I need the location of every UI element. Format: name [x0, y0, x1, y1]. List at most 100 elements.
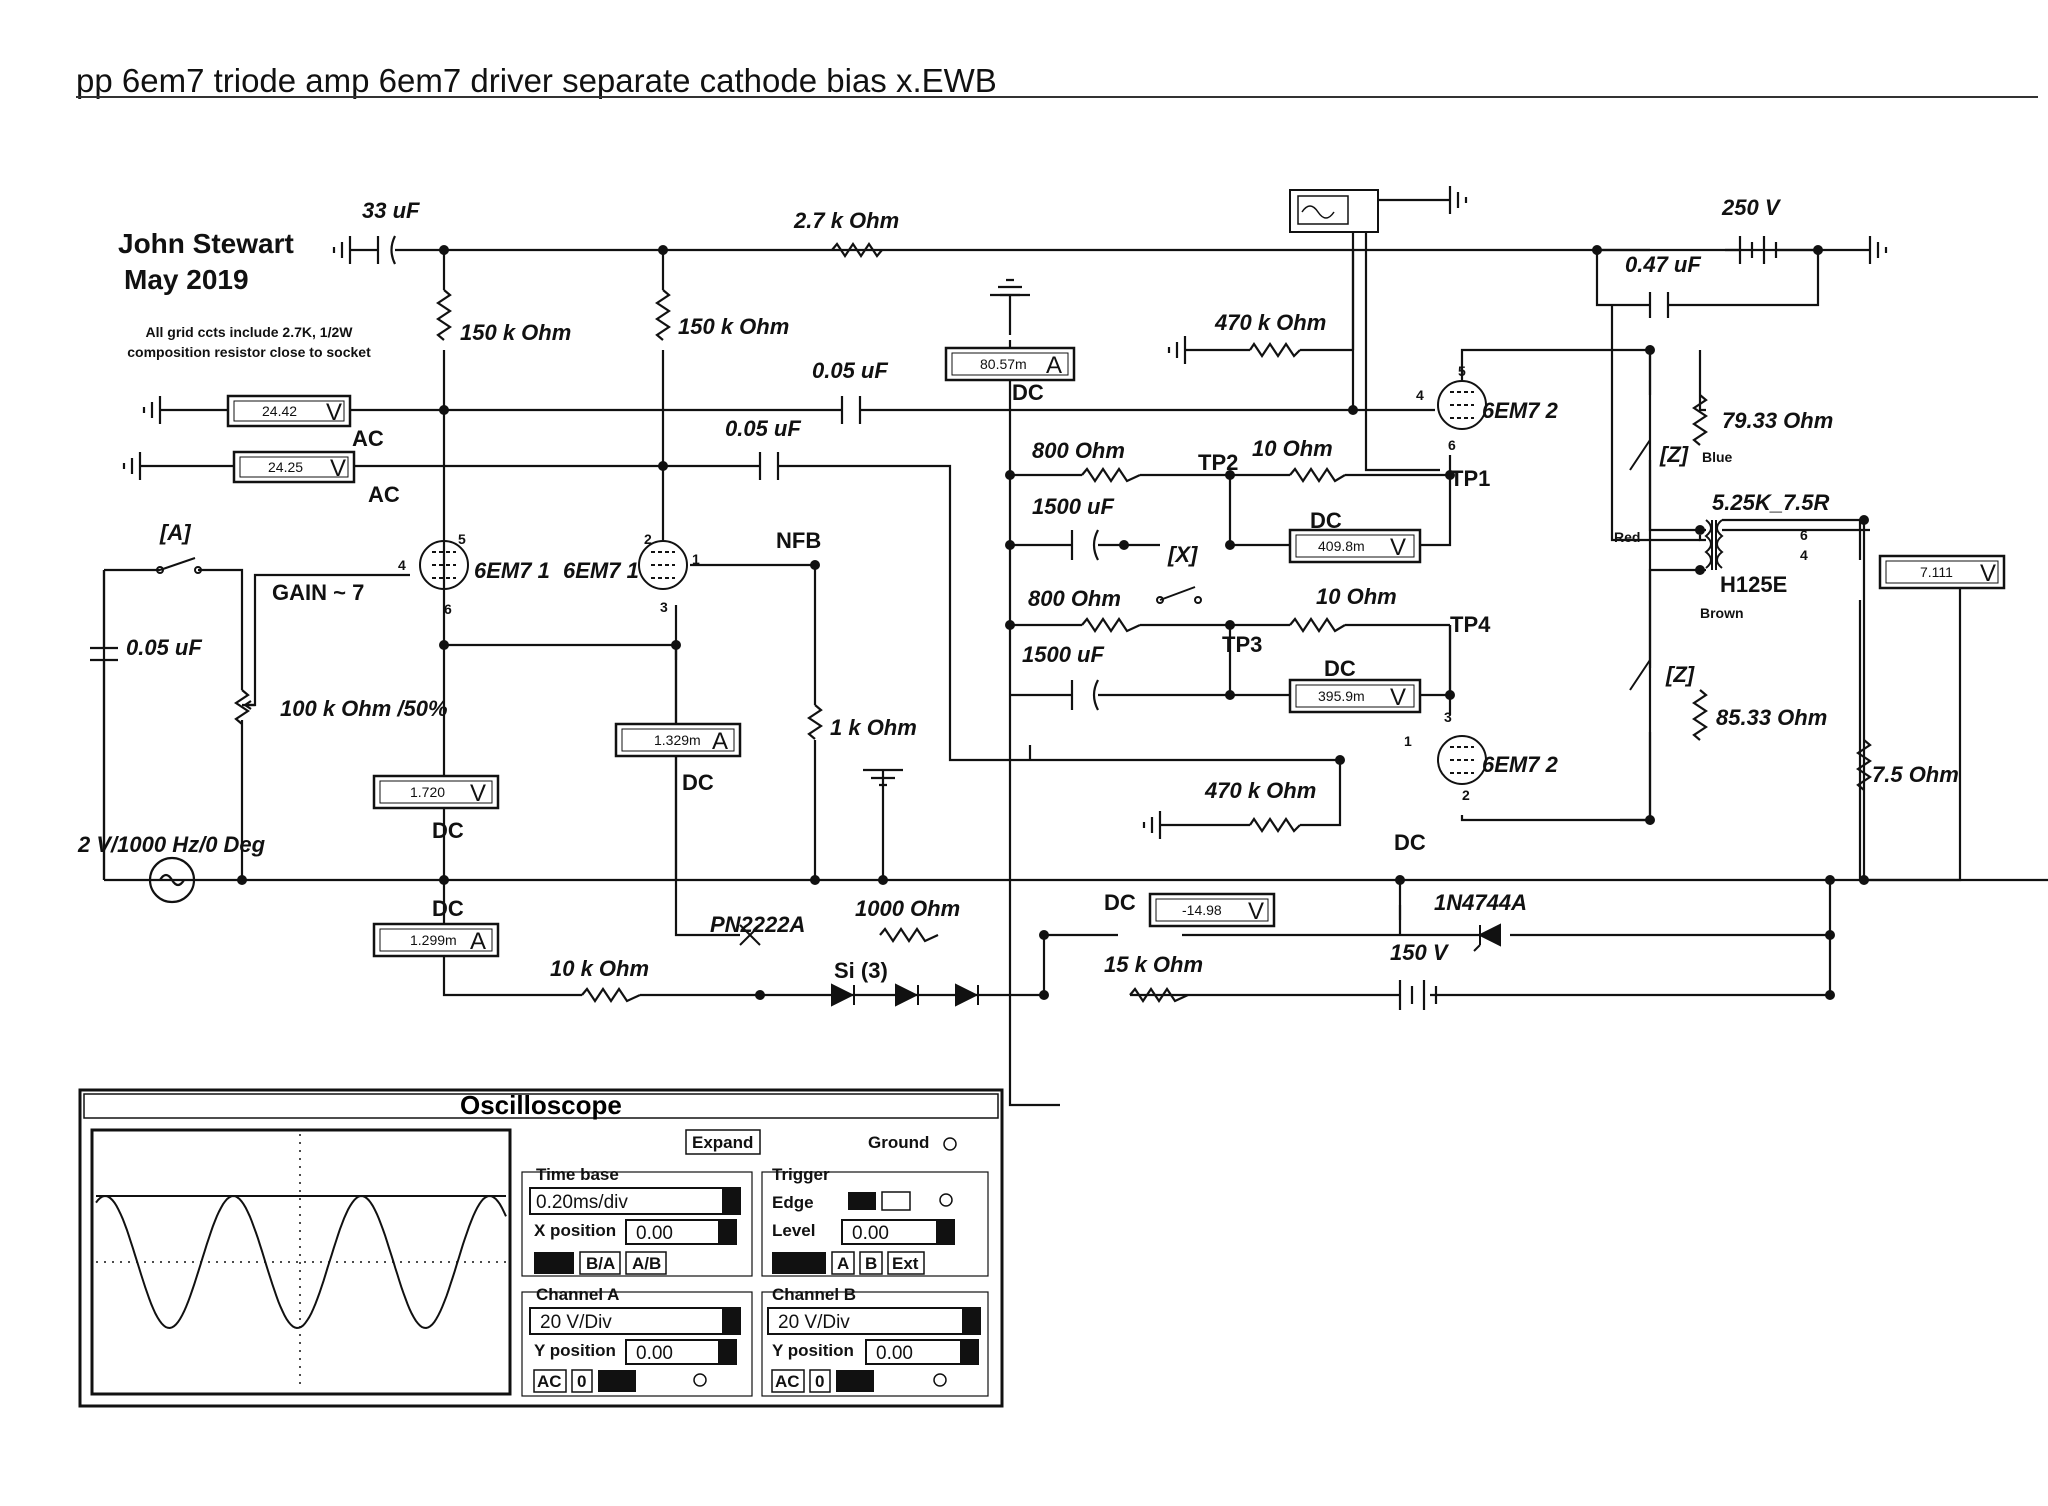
meter-1-299ma[interactable]: 1.299m A	[372, 922, 500, 958]
trigger-group	[761, 1171, 989, 1277]
ground-meter2	[122, 452, 142, 480]
diodes	[739, 923, 1501, 1007]
timebase-group	[521, 1171, 753, 1277]
label-transistor: PN2222A	[710, 912, 805, 937]
channel-a-field[interactable]	[529, 1307, 741, 1335]
scope-ground-terminal[interactable]	[943, 1137, 957, 1151]
scope-instrument[interactable]	[1289, 189, 1379, 233]
label-dc-6: DC	[432, 896, 464, 921]
trigger-auto-button[interactable]	[772, 1252, 826, 1274]
meter-value: 1.329m	[654, 732, 701, 748]
timebase-yt-button[interactable]	[534, 1252, 574, 1274]
trigger-ext-button[interactable]	[887, 1251, 925, 1275]
resistor-150k-a	[436, 289, 452, 341]
label-2k7: 2.7 k Ohm	[793, 208, 899, 233]
label-wire-red: Red	[1614, 529, 1640, 545]
label-tube2b: 6EM7 2	[1482, 752, 1559, 777]
channel-b-dc-button[interactable]	[836, 1370, 874, 1392]
label-tp1: TP1	[1450, 466, 1490, 491]
channel-b-terminal[interactable]	[933, 1373, 947, 1387]
label-8533: 85.33 Ohm	[1716, 705, 1827, 730]
pin-label: 2	[1462, 787, 1470, 803]
channel-a-ypos-label: Y position	[534, 1341, 616, 1360]
scope-title: Oscilloscope	[460, 1090, 622, 1120]
ground-mid	[863, 768, 903, 787]
meter-unit: A	[712, 728, 728, 755]
channel-a-ypos-field[interactable]	[625, 1339, 737, 1365]
trigger-level-field[interactable]	[841, 1219, 955, 1245]
label-250v: 250 V	[1721, 195, 1782, 220]
trigger-edge-rising[interactable]	[848, 1192, 876, 1210]
label-dc-1: DC	[1012, 380, 1044, 405]
meter-24-42v[interactable]: 24.42 V	[226, 394, 352, 428]
meter-neg14-98v[interactable]: -14.98 V	[1148, 892, 1276, 928]
resistor-470k-top	[1249, 342, 1301, 358]
trigger-edge-falling[interactable]	[881, 1191, 911, 1211]
label-xfmr: 5.25K_7.5R	[1712, 490, 1830, 515]
timebase-ab-button[interactable]	[625, 1251, 667, 1275]
channel-a-value: 20 V/Div	[540, 1312, 612, 1333]
channel-a-terminal[interactable]	[693, 1373, 707, 1387]
meter-409-8mv[interactable]: 409.8m V	[1288, 528, 1422, 564]
channel-b-ac-button[interactable]	[771, 1369, 805, 1393]
scope-expand-button[interactable]	[685, 1129, 761, 1155]
resistor-10-b	[1289, 617, 1346, 633]
xpos-label: X position	[534, 1221, 616, 1240]
tube-1a-elements	[432, 551, 456, 579]
trigger-level-spinner[interactable]	[936, 1220, 954, 1244]
meter-395-9mv[interactable]: 395.9m V	[1288, 678, 1422, 714]
channel-a-ypos-value: 0.00	[636, 1343, 673, 1364]
scope-expand-label: Expand	[692, 1133, 753, 1152]
label-15k: 15 k Ohm	[1104, 952, 1203, 977]
meter-unit: V	[1248, 898, 1264, 925]
label-10-a: 10 Ohm	[1252, 436, 1333, 461]
channel-a-ypos-spinner[interactable]	[718, 1340, 736, 1364]
label-005-in: 0.05 uF	[126, 635, 202, 660]
resistor-7933	[1692, 394, 1708, 446]
pin-label: 1	[692, 551, 700, 567]
meter-value: 7.111	[1920, 564, 1953, 580]
label-gain: GAIN ~ 7	[272, 580, 364, 605]
zener-diode	[1473, 923, 1501, 952]
resistor-2k7	[831, 242, 883, 258]
diode-2	[895, 983, 919, 1007]
channel-a-group	[521, 1291, 753, 1397]
timebase-ba-button[interactable]	[579, 1251, 621, 1275]
capacitor-33uf	[376, 235, 396, 265]
meter-1-720v[interactable]: 1.720 V	[372, 774, 500, 810]
switch-a	[159, 557, 196, 571]
label-800-a: 800 Ohm	[1032, 438, 1125, 463]
channel-a-ac-button[interactable]	[533, 1369, 567, 1393]
pin-label: 5	[458, 531, 466, 547]
label-10-b: 10 Ohm	[1316, 584, 1397, 609]
meter-7-111v[interactable]: 7.111 V	[1878, 554, 2006, 590]
label-tp4: TP4	[1450, 612, 1491, 637]
label-005-b: 0.05 uF	[725, 416, 801, 441]
xpos-spinner[interactable]	[718, 1220, 736, 1244]
meter-24-25v[interactable]: 24.25 V	[232, 450, 356, 484]
channel-a-zero-button[interactable]	[571, 1369, 593, 1393]
timebase-field[interactable]	[529, 1187, 741, 1215]
meter-value: 395.9m	[1318, 688, 1365, 704]
channel-a-spinner[interactable]	[722, 1308, 740, 1334]
meter-80-57ma[interactable]: 80.57m A	[944, 346, 1076, 382]
author-date: May 2019	[124, 264, 249, 295]
channel-b-field[interactable]	[767, 1307, 981, 1335]
label-800-b: 800 Ohm	[1028, 586, 1121, 611]
ground-33uf	[332, 236, 352, 264]
trigger-a-button[interactable]	[831, 1251, 855, 1275]
meter-1-329ma[interactable]: 1.329m A	[614, 722, 742, 758]
channel-b-zero-button[interactable]	[809, 1369, 831, 1393]
meter-value: 80.57m	[980, 356, 1027, 372]
channel-b-spinner[interactable]	[962, 1308, 980, 1334]
channel-b-ypos-spinner[interactable]	[960, 1340, 978, 1364]
timebase-spinner[interactable]	[722, 1188, 740, 1214]
meter-unit: V	[1980, 560, 1996, 587]
channel-a-dc-button[interactable]	[598, 1370, 636, 1392]
meter-unit: V	[326, 399, 342, 426]
trigger-terminal[interactable]	[939, 1193, 953, 1207]
trigger-b-button[interactable]	[859, 1251, 883, 1275]
resistor-470k-bottom	[1249, 817, 1301, 833]
meter-unit: V	[1390, 534, 1406, 561]
label-pot: 100 k Ohm /50%	[280, 696, 448, 721]
